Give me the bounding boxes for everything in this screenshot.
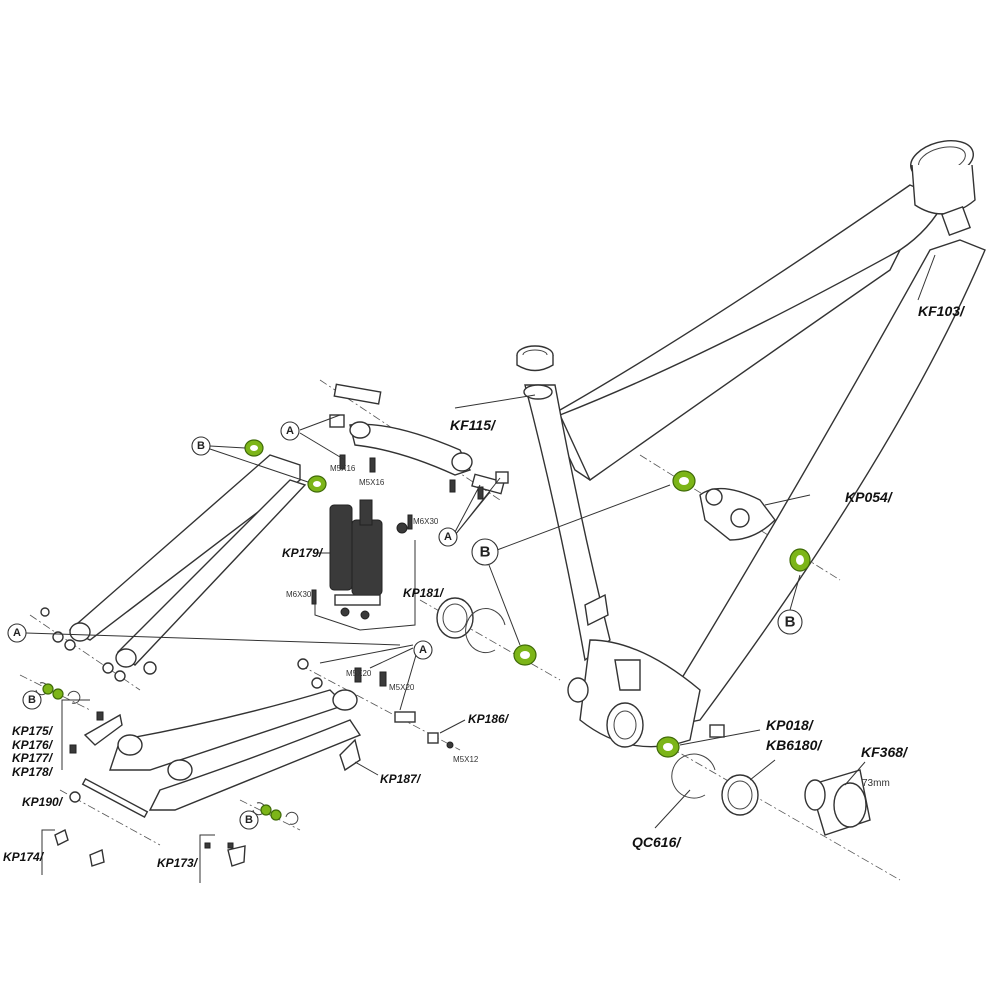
bolt-size-m6x30: M6X30 [413,517,439,526]
rear-shock [311,499,413,620]
label-kp177: KP177/ [12,751,54,765]
label-kp175: KP175/ [12,724,54,738]
callout-a-label: A [444,531,452,543]
callout-b-label: B [245,814,253,826]
callout-a-label: A [419,644,427,656]
callout-a-2: A [438,527,458,547]
label-kf103: KF103/ [918,303,966,319]
callout-b-2: B [471,538,499,566]
main-frame [523,140,986,748]
callout-b-1: B [191,436,211,456]
pivot-bearing-sets [35,682,299,825]
callout-b-label: B [480,544,491,561]
label-qc616: QC616/ [632,834,682,850]
label-kp187: KP187/ [380,772,422,786]
leader-lines [25,254,936,883]
callout-a-4: A [413,640,433,660]
rocker-link [329,383,509,500]
callout-a-3: A [7,623,27,643]
seat-clamp [516,345,554,372]
label-kp186: KP186/ [468,712,510,726]
label-kp181: KP181/ [403,586,445,600]
bolt-size-m5x16: M5X16 [330,464,356,473]
callout-b-label: B [197,440,205,452]
label-kp176: KP176/ [12,738,54,752]
callout-b-label: B [785,614,796,631]
label-kp174: KP174/ [3,850,45,864]
label-bb-width: 73mm [862,778,890,789]
hardware-small-parts [54,711,246,867]
callout-b-4: B [239,810,259,830]
callout-a-1: A [280,421,300,441]
bearing-cup-and-clip [436,597,871,836]
callout-b-5: B [22,690,42,710]
chainstay [109,658,454,811]
shock-mount [699,487,776,541]
label-kf115: KF115/ [450,417,497,433]
label-kp054: KP054/ [845,489,894,505]
callout-b-3: B [777,609,803,635]
bolt-size-m6x30: M6X30 [286,590,312,599]
label-kp190: KP190/ [22,795,64,809]
label-kp173: KP173/ [157,856,199,870]
label-kp178: KP178/ [12,765,54,779]
seatstay [40,439,327,682]
bolt-size-m5x20: M5X20 [346,669,372,678]
bolt-size-m5x16: M5X16 [359,478,385,487]
label-kp179: KP179/ [282,546,324,560]
label-kb6180: KB6180/ [766,737,823,753]
label-kp018: KP018/ [766,717,815,733]
bolt-size-m5x20: M5X20 [389,683,415,692]
label-kf368: KF368/ [861,744,909,760]
callout-b-label: B [28,694,36,706]
callout-a-label: A [286,425,294,437]
callout-a-label: A [13,627,21,639]
frame-bearings [513,470,811,758]
bolt-size-m5x12: M5X12 [453,755,479,764]
